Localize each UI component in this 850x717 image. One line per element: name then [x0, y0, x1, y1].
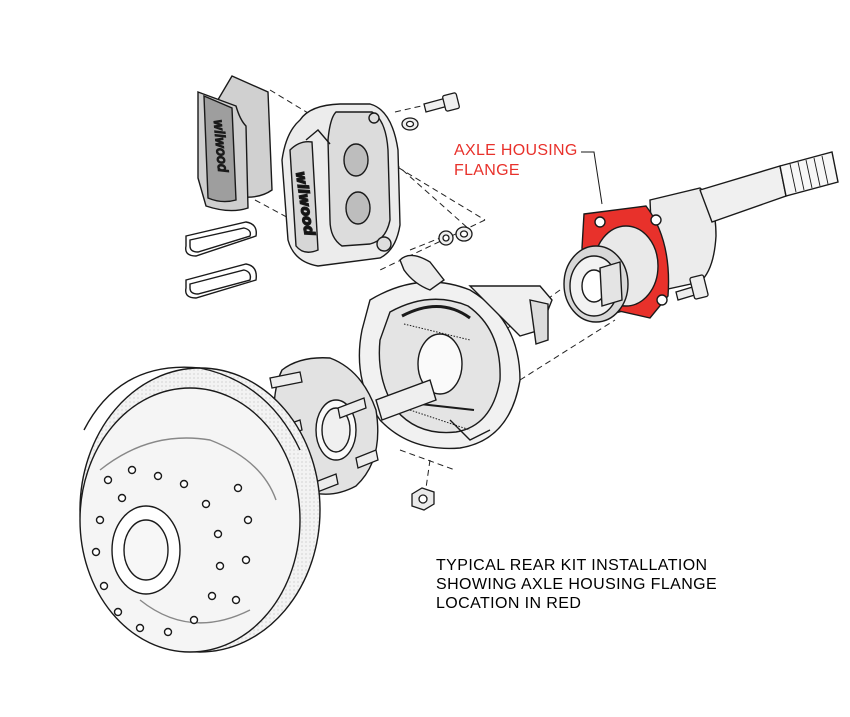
flange-bolt — [675, 274, 709, 301]
lug-nut — [411, 487, 435, 511]
parking-brake-assembly — [358, 254, 553, 450]
caliper-bolts — [401, 92, 473, 246]
pad-logo-text: wilwood — [210, 119, 230, 173]
callout-line-2: FLANGE — [454, 162, 520, 179]
brake-pads: wilwood — [197, 75, 273, 212]
rotor-drill-holes — [91, 465, 253, 637]
caption-line-2: SHOWING AXLE HOUSING FLANGE — [436, 576, 718, 593]
caption-line-3: LOCATION IN RED — [436, 595, 582, 612]
brake-rotor — [79, 366, 321, 653]
axle-bearing — [563, 245, 629, 323]
caption-line-1: TYPICAL REAR KIT INSTALLATION — [436, 557, 708, 574]
axle-housing-flange-callout: AXLE HOUSING FLANGE — [454, 141, 578, 181]
callout-line-1: AXLE HOUSING — [454, 142, 578, 159]
pad-retainer-clips — [185, 221, 257, 299]
diagram-caption: TYPICAL REAR KIT INSTALLATION SHOWING AX… — [436, 556, 717, 613]
caliper: wilwood — [281, 103, 401, 267]
callout-leader-line — [581, 151, 603, 205]
rotor-hat — [272, 357, 437, 495]
axle-splines — [789, 155, 829, 193]
